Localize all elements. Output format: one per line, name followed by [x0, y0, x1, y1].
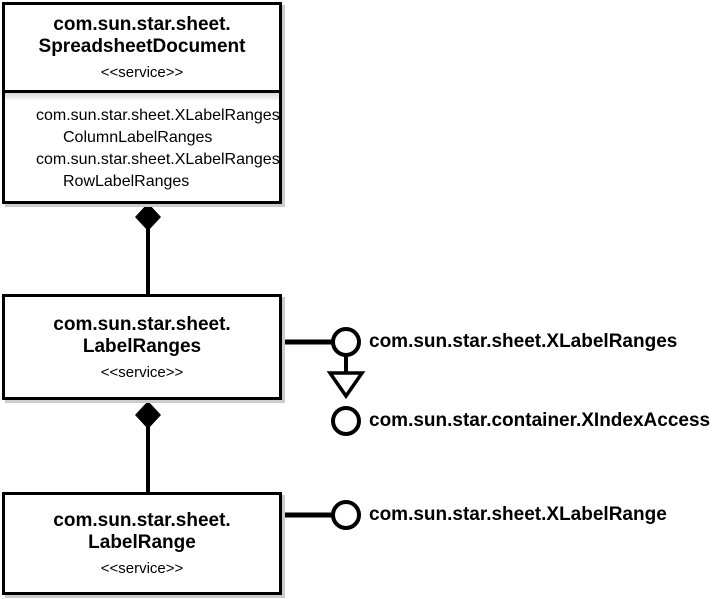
interface-label-xindexaccess: com.sun.star.container.XIndexAccess: [369, 410, 711, 431]
stereotype-label: <<service>>: [100, 64, 184, 81]
service-name-line1: com.sun.star.sheet.: [53, 510, 231, 531]
service-title-compartment: com.sun.star.sheet. SpreadsheetDocument …: [5, 5, 279, 93]
service-name-line2: LabelRange: [88, 532, 196, 553]
service-box-label-range: com.sun.star.sheet. LabelRange <<service…: [2, 492, 282, 595]
compartment-shading: [5, 93, 279, 100]
generalization-arrow-icon: [326, 371, 366, 400]
interface-properties-list: com.sun.star.sheet.XLabelRanges ColumnLa…: [5, 100, 279, 193]
interface-label-xlabelrange: com.sun.star.sheet.XLabelRange: [369, 504, 667, 525]
service-name: com.sun.star.sheet. LabelRanges: [53, 314, 230, 358]
service-name-line2: SpreadsheetDocument: [38, 36, 246, 57]
service-name-line2: LabelRanges: [82, 335, 202, 357]
composition-diamond-icon: [135, 203, 161, 231]
service-name-line1: com.sun.star.sheet.: [53, 313, 231, 335]
property-name: RowLabelRanges: [63, 173, 190, 190]
interface-label-xlabelranges: com.sun.star.sheet.XLabelRanges: [369, 331, 678, 352]
service-title-compartment: com.sun.star.sheet. LabelRanges <<servic…: [5, 297, 279, 397]
service-box-label-ranges: com.sun.star.sheet. LabelRanges <<servic…: [2, 294, 282, 400]
composition-diamond-icon: [135, 401, 161, 429]
interface-type: com.sun.star.sheet.XLabelRanges: [36, 107, 279, 124]
service-name: com.sun.star.sheet. SpreadsheetDocument: [39, 14, 246, 58]
service-name: com.sun.star.sheet. LabelRange: [53, 510, 230, 554]
interface-lollipop-icon: [331, 500, 361, 530]
property-name: ColumnLabelRanges: [63, 129, 213, 146]
service-name-line1: com.sun.star.sheet.: [53, 14, 231, 35]
interface-type: com.sun.star.sheet.XLabelRanges: [36, 151, 279, 168]
service-title-compartment: com.sun.star.sheet. LabelRange <<service…: [5, 495, 279, 592]
interface-properties-compartment: com.sun.star.sheet.XLabelRanges ColumnLa…: [5, 93, 279, 201]
service-box-spreadsheet-document: com.sun.star.sheet. SpreadsheetDocument …: [2, 2, 282, 204]
interface-lollipop-icon: [331, 406, 361, 436]
interface-lollipop-icon: [331, 327, 361, 357]
stereotype-label: <<service>>: [100, 560, 184, 577]
stereotype-label: <<service>>: [100, 363, 184, 381]
